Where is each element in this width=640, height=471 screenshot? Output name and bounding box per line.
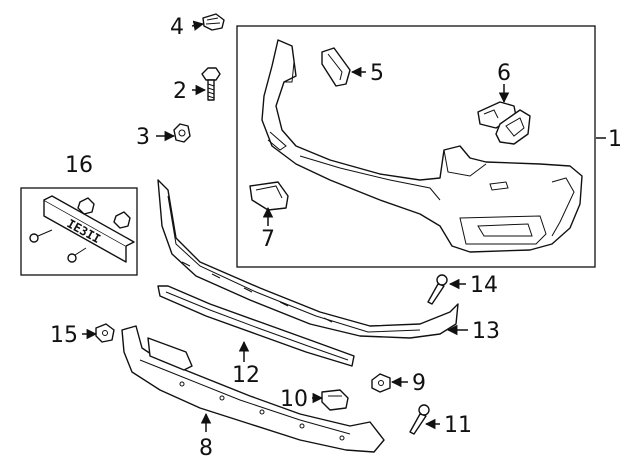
callout-3: 3 <box>136 125 150 150</box>
callout-12: 12 <box>232 363 260 388</box>
callout-8: 8 <box>199 436 213 461</box>
license-screw-2[interactable] <box>67 247 87 263</box>
license-plate-bracket[interactable]: IE3II <box>43 195 135 263</box>
upper-retainer-clip[interactable] <box>202 13 225 31</box>
license-screw-1[interactable] <box>29 229 53 243</box>
callout-6: 6 <box>497 61 511 86</box>
clip-nut-15[interactable] <box>95 323 115 343</box>
bolt-2[interactable] <box>201 67 221 101</box>
screw-11[interactable] <box>409 404 430 435</box>
license-plate-kit-frame <box>20 187 138 276</box>
callout-13: 13 <box>472 319 500 344</box>
callout-4: 4 <box>170 15 184 40</box>
callout-1: 1 <box>608 127 622 152</box>
bumper-assembly-frame <box>236 25 596 268</box>
fog-lamp-bezel[interactable] <box>249 181 289 211</box>
lower-absorber[interactable] <box>157 179 459 339</box>
callout-14: 14 <box>470 273 498 298</box>
license-nut-1[interactable] <box>77 197 95 215</box>
tow-hook-cap[interactable] <box>321 47 351 87</box>
clip-nut-9[interactable] <box>371 373 391 393</box>
callout-7: 7 <box>261 227 275 252</box>
callout-15: 15 <box>50 323 78 348</box>
clip-nut-3[interactable] <box>173 123 191 143</box>
bumper-cover[interactable] <box>261 39 583 253</box>
callout-10: 10 <box>280 387 308 412</box>
leader-lines <box>82 20 606 432</box>
callout-11: 11 <box>444 413 472 438</box>
callout-5: 5 <box>370 61 384 86</box>
callout-16: 16 <box>65 153 93 178</box>
callout-2: 2 <box>173 79 187 104</box>
leader-4 <box>191 20 205 31</box>
screw-14[interactable] <box>427 274 448 305</box>
callout-9: 9 <box>412 371 426 396</box>
reinforcement-strip[interactable] <box>157 285 355 367</box>
license-nut-2[interactable] <box>113 211 131 229</box>
sensor-bracket[interactable] <box>477 101 531 145</box>
sensor-clip-10[interactable] <box>321 389 349 411</box>
under-shield[interactable] <box>121 325 385 453</box>
